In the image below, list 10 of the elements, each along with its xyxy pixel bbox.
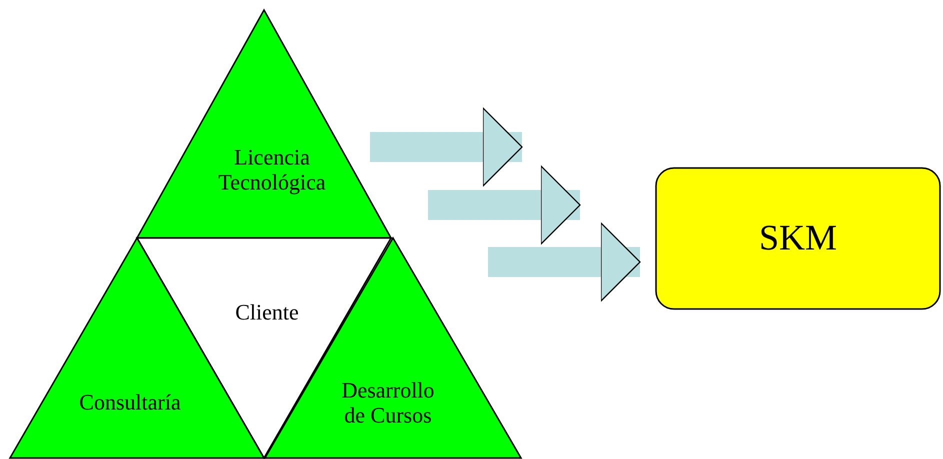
node-label: Desarrollo de Cursos: [340, 378, 436, 428]
block-arrow: [370, 107, 523, 187]
process-box: [655, 167, 941, 310]
block-arrow: [488, 222, 641, 302]
node-label: Cliente: [234, 299, 300, 325]
node-label: SKM: [758, 217, 838, 259]
block-arrow: [428, 165, 581, 245]
triangle-node: [137, 10, 391, 238]
node-label: Consultaría: [78, 389, 182, 415]
node-label: Licencia Tecnológica: [217, 144, 327, 196]
